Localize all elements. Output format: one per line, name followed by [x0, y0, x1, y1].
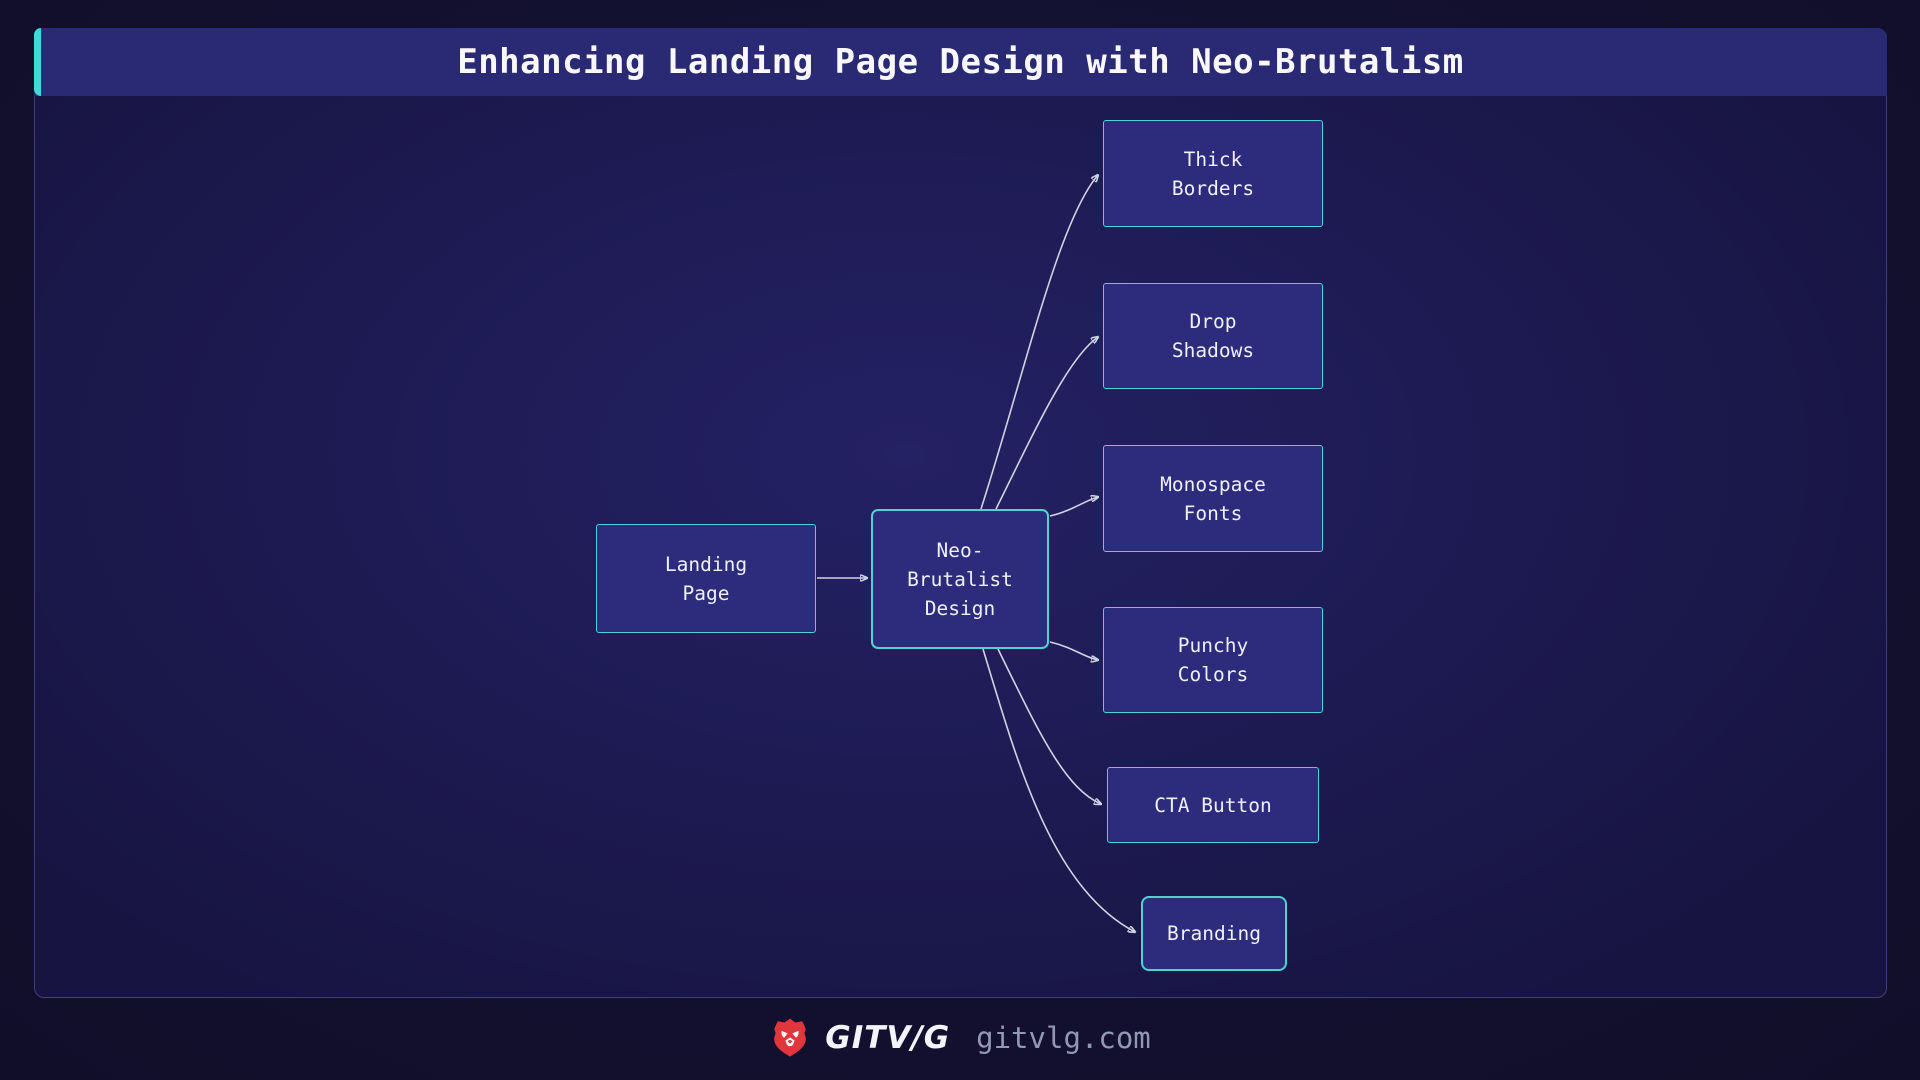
- mindmap-node-monospace-fonts: Monospace Fonts: [1103, 445, 1323, 552]
- mindmap-node-cta-button: CTA Button: [1107, 767, 1319, 843]
- mindmap-node-drop-shadows: Drop Shadows: [1103, 283, 1323, 389]
- footer: GITV/G gitvlg.com: [0, 1008, 1920, 1068]
- mindmap-node-thick-borders: Thick Borders: [1103, 120, 1323, 227]
- title-bar: Enhancing Landing Page Design with Neo-B…: [34, 28, 1887, 96]
- brand-domain: gitvlg.com: [976, 1021, 1151, 1055]
- mindmap-node-landing-page: Landing Page: [596, 524, 816, 633]
- page-title: Enhancing Landing Page Design with Neo-B…: [457, 42, 1464, 82]
- title-accent-bar: [34, 28, 41, 96]
- mindmap-node-branding: Branding: [1141, 896, 1287, 971]
- mindmap-node-punchy-colors: Punchy Colors: [1103, 607, 1323, 713]
- brand-name: GITV/G: [825, 1020, 951, 1056]
- lion-icon: [774, 1018, 807, 1057]
- mindmap-node-neo-brutalist-design: Neo- Brutalist Design: [871, 509, 1049, 649]
